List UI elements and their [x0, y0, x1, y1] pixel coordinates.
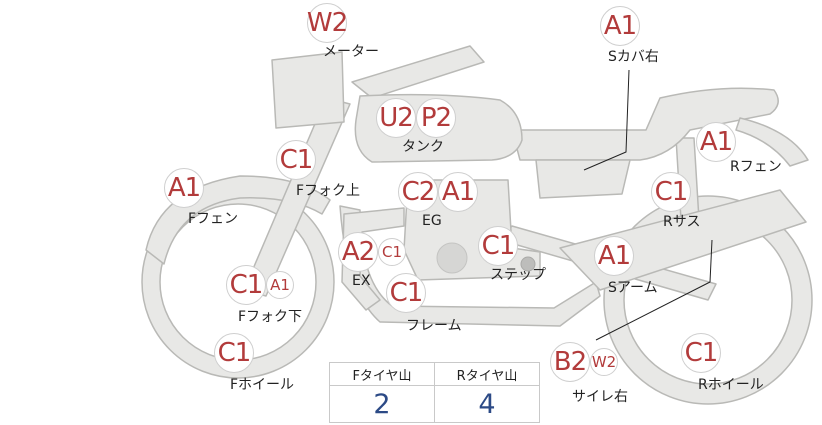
damage-code-badge: C1	[651, 172, 691, 212]
part-label: Rサス	[663, 214, 701, 230]
part-label: EG	[422, 213, 442, 229]
damage-code-badge: A1	[696, 122, 736, 162]
damage-code-badge: A1	[594, 236, 634, 276]
front-tire-label: Fタイヤ山	[329, 362, 435, 386]
damage-code-badge: A1	[164, 168, 204, 208]
damage-code-badge: P2	[416, 98, 456, 138]
part-label: Sカバ右	[608, 49, 659, 65]
damage-code-badge: C1	[681, 333, 721, 373]
part-marks: C1	[214, 333, 254, 373]
part-marks: A1	[594, 236, 634, 276]
damage-code-badge: C1	[378, 238, 406, 266]
meter-shape	[271, 51, 345, 129]
part-label: フレーム	[406, 318, 462, 334]
part-marks: A1	[600, 6, 640, 46]
part-marks: W2	[307, 3, 348, 43]
damage-code-badge: B2	[550, 342, 590, 382]
damage-code-badge: C1	[276, 140, 316, 180]
front-tire-value: 2	[329, 385, 435, 423]
leader-side-cover	[583, 69, 630, 171]
part-label: タンク	[402, 139, 444, 155]
part-label: Sアーム	[608, 280, 658, 296]
part-label: EX	[352, 273, 371, 289]
part-label: Fフォク下	[238, 309, 303, 325]
part-marks: C1	[478, 226, 518, 266]
damage-code-badge: A2	[338, 232, 378, 272]
part-marks: C1	[276, 140, 316, 180]
part-label: メーター	[323, 44, 379, 60]
frame-top-shape	[351, 45, 485, 99]
part-label: Rフェン	[730, 159, 782, 175]
rear-tire-value: 4	[434, 385, 540, 423]
damage-code-badge: A1	[266, 271, 294, 299]
damage-code-badge: C2	[398, 172, 438, 212]
damage-code-badge: A1	[438, 172, 478, 212]
seat-shape	[511, 87, 779, 161]
damage-code-badge: U2	[376, 98, 416, 138]
part-label: サイレ右	[572, 389, 628, 405]
side-cover-shape	[535, 159, 631, 199]
damage-code-badge: C1	[478, 226, 518, 266]
damage-code-badge: C1	[214, 333, 254, 373]
part-marks: C1	[651, 172, 691, 212]
damage-code-badge: W2	[590, 348, 618, 376]
rear-tire-label: Rタイヤ山	[434, 362, 540, 386]
part-marks: A1	[164, 168, 204, 208]
leader-silencer	[595, 239, 713, 341]
damage-code-badge: A1	[600, 6, 640, 46]
rear-fender-shape	[735, 117, 809, 167]
damage-code-badge: C1	[386, 273, 426, 313]
part-label: ステップ	[490, 267, 546, 283]
part-marks: C1	[681, 333, 721, 373]
part-label: Fホイール	[230, 377, 295, 393]
part-label: Fフェン	[188, 211, 239, 227]
part-label: Rホイール	[698, 377, 764, 393]
part-marks: A1	[696, 122, 736, 162]
part-marks: C1	[386, 273, 426, 313]
damage-code-badge: C1	[226, 265, 266, 305]
part-label: Fフォク上	[296, 183, 361, 199]
tire-tread-table: Fタイヤ山 Rタイヤ山 2 4	[329, 362, 540, 423]
damage-code-badge: W2	[307, 3, 348, 43]
